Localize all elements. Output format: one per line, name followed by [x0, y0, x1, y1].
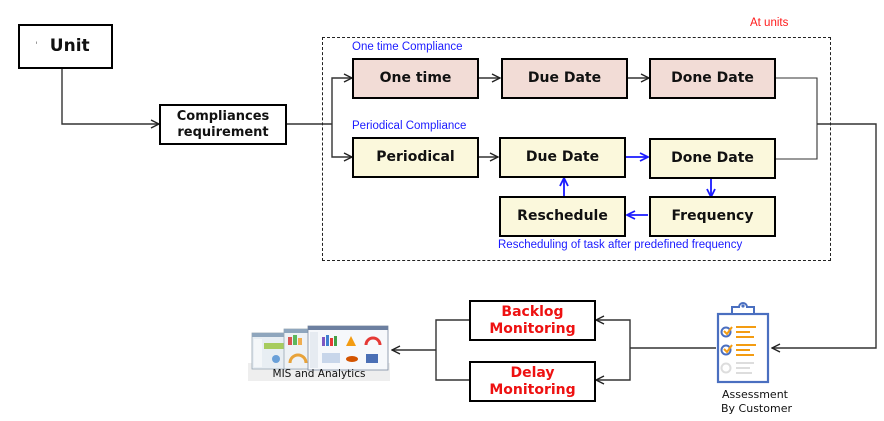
wire-to-assessment	[772, 123, 877, 348]
step-label: Due Date	[525, 149, 600, 165]
one-time-step-due-date: Due Date	[501, 58, 628, 99]
wire-done-periodical-out	[775, 124, 818, 160]
backlog-monitoring-box: Backlog Monitoring	[469, 300, 596, 341]
dashboard-screen-3	[307, 325, 389, 371]
step-label: Frequency	[671, 208, 754, 224]
one-time-step-done-date: Done Date	[649, 58, 776, 99]
delay-monitoring-box: Delay Monitoring	[469, 361, 596, 402]
unit-marker: '	[35, 41, 38, 51]
clipboard-checklist-icon	[716, 302, 770, 384]
one-time-step-one-time: One time	[352, 58, 479, 99]
wire-backlog-out	[435, 319, 469, 350]
wire-branch-to-one-time	[331, 78, 352, 124]
mis-dashboard-thumbnails-icon: MIS and Analytics	[248, 325, 390, 381]
step-label: Due Date	[527, 70, 602, 86]
one-time-section-label: One time Compliance	[352, 41, 463, 53]
loop-step-reschedule: Reschedule	[499, 196, 626, 237]
rescheduling-note: Rescheduling of task after predefined fr…	[498, 239, 743, 251]
periodical-step-due-date: Due Date	[499, 137, 626, 178]
delay-line1: Delay	[510, 364, 555, 381]
wire-branch-to-periodical	[331, 124, 352, 157]
periodical-section-label: Periodical Compliance	[352, 120, 467, 132]
periodical-step-periodical: Periodical	[352, 137, 479, 178]
backlog-line2: Monitoring	[489, 320, 576, 337]
assessment-line1: Assessment	[722, 388, 788, 401]
at-units-label: At units	[750, 17, 789, 29]
unit-box: ' Unit	[18, 24, 113, 69]
wire-delay-out	[435, 350, 469, 381]
periodical-step-done-date: Done Date	[649, 138, 776, 179]
step-label: One time	[379, 70, 452, 86]
assessment-line2: By Customer	[721, 402, 792, 415]
step-label: Done Date	[671, 150, 754, 166]
wire-done-onetime-out	[775, 77, 818, 124]
compliances-line1: Compliances	[176, 108, 270, 124]
loop-step-frequency: Frequency	[649, 196, 776, 237]
wire-to-delay	[596, 348, 631, 380]
compliances-line2: requirement	[177, 124, 269, 140]
wire-unit-to-compliances	[61, 68, 159, 124]
step-label: Done Date	[671, 70, 754, 86]
delay-line2: Monitoring	[489, 381, 576, 398]
mis-label: MIS and Analytics	[273, 368, 366, 380]
step-label: Periodical	[376, 149, 455, 165]
compliances-requirement-box: Compliances requirement	[159, 104, 287, 145]
unit-label: Unit	[49, 36, 90, 56]
step-label: Reschedule	[517, 208, 608, 224]
backlog-line1: Backlog	[501, 303, 564, 320]
wire-to-backlog	[596, 320, 631, 348]
at-units-container	[322, 37, 831, 261]
